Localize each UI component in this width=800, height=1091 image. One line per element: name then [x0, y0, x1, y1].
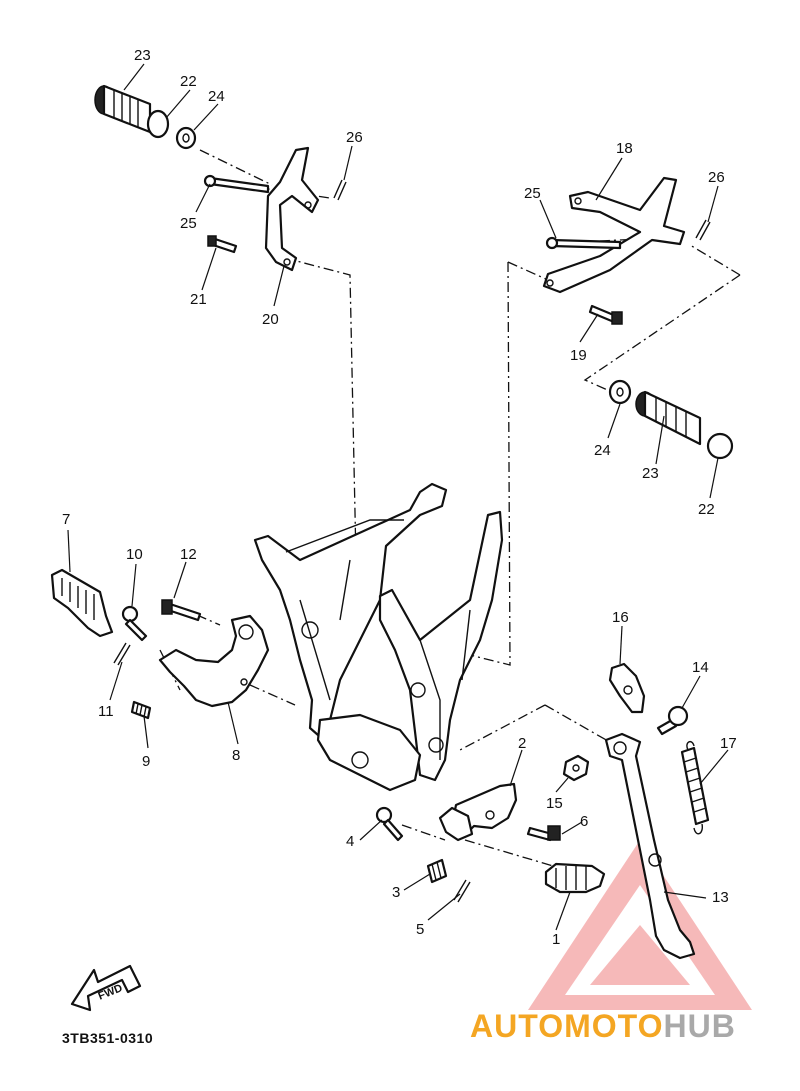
diagram-code: 3TB351-0310 — [62, 1030, 154, 1046]
callout-23b: 23 — [642, 465, 659, 482]
watermark-triangle — [528, 840, 752, 1010]
callout-23a: 23 — [134, 47, 151, 64]
callout-16: 16 — [612, 609, 629, 626]
callout-22a: 22 — [180, 73, 197, 90]
assembly-lines — [159, 149, 741, 869]
rear-footrest-right-group — [542, 176, 734, 460]
spring-17 — [680, 746, 710, 826]
callout-9: 9 — [142, 753, 150, 770]
cotter-pin-left — [333, 179, 347, 201]
callout-11: 11 — [98, 703, 114, 720]
callout-25a: 25 — [180, 215, 197, 232]
callout-24a: 24 — [208, 88, 225, 105]
callout-20: 20 — [262, 311, 279, 328]
pin-left — [208, 176, 270, 194]
sidestand-13 — [604, 732, 696, 960]
pin-4 — [375, 806, 393, 824]
callout-8: 8 — [232, 747, 240, 764]
callout-26a: 26 — [346, 129, 363, 146]
callout-17: 17 — [720, 735, 737, 752]
callout-7: 7 — [62, 511, 70, 528]
cotter-pin-5 — [453, 879, 471, 903]
watermark-text-part1: AUTOMOTO — [470, 1008, 664, 1044]
watermark-logo: AUTOMOTOHUB — [470, 1008, 736, 1045]
callout-leaders — [67, 63, 729, 931]
footrest-1 — [544, 862, 606, 894]
cotter-pin-11 — [113, 642, 131, 666]
rear-footrest-left-group — [94, 84, 347, 272]
footrest-rubber-right — [635, 390, 734, 460]
front-footrest-right-group — [375, 662, 710, 960]
callout-5: 5 — [416, 921, 424, 938]
cotter-pin-right — [695, 219, 711, 241]
callout-18: 18 — [616, 140, 633, 157]
callout-4: 4 — [346, 833, 354, 850]
callout-22b: 22 — [698, 501, 715, 518]
callout-24b: 24 — [594, 442, 611, 459]
footrest-bracket-left — [264, 146, 320, 272]
callout-12: 12 — [180, 546, 197, 563]
front-footrest-left-group — [50, 568, 270, 720]
footrest-rubber-left — [94, 84, 170, 139]
callout-6: 6 — [580, 813, 588, 830]
pin-right — [550, 238, 622, 250]
plate-16 — [608, 662, 646, 714]
callout-15: 15 — [546, 795, 563, 812]
fwd-arrow-icon: FWD — [70, 964, 142, 1012]
callout-25b: 25 — [524, 185, 541, 202]
footrest-bracket-right — [542, 176, 686, 294]
bolt-12 — [166, 602, 202, 622]
callout-19: 19 — [570, 347, 587, 364]
footrest-7 — [50, 568, 114, 638]
watermark-text-part2: HUB — [663, 1008, 736, 1044]
callout-1: 1 — [552, 931, 560, 948]
callout-13: 13 — [712, 889, 729, 906]
frame — [253, 482, 504, 792]
washer-left — [175, 126, 197, 150]
callout-21: 21 — [190, 291, 207, 308]
callout-26b: 26 — [708, 169, 725, 186]
callout-10: 10 — [126, 546, 143, 563]
washer-right — [608, 379, 632, 405]
callout-numbers: 23 22 24 26 25 21 20 18 26 25 19 24 23 2… — [62, 47, 737, 948]
callout-14: 14 — [692, 659, 709, 676]
callout-2: 2 — [518, 735, 526, 752]
callout-3: 3 — [392, 884, 400, 901]
nut-15 — [562, 754, 590, 782]
